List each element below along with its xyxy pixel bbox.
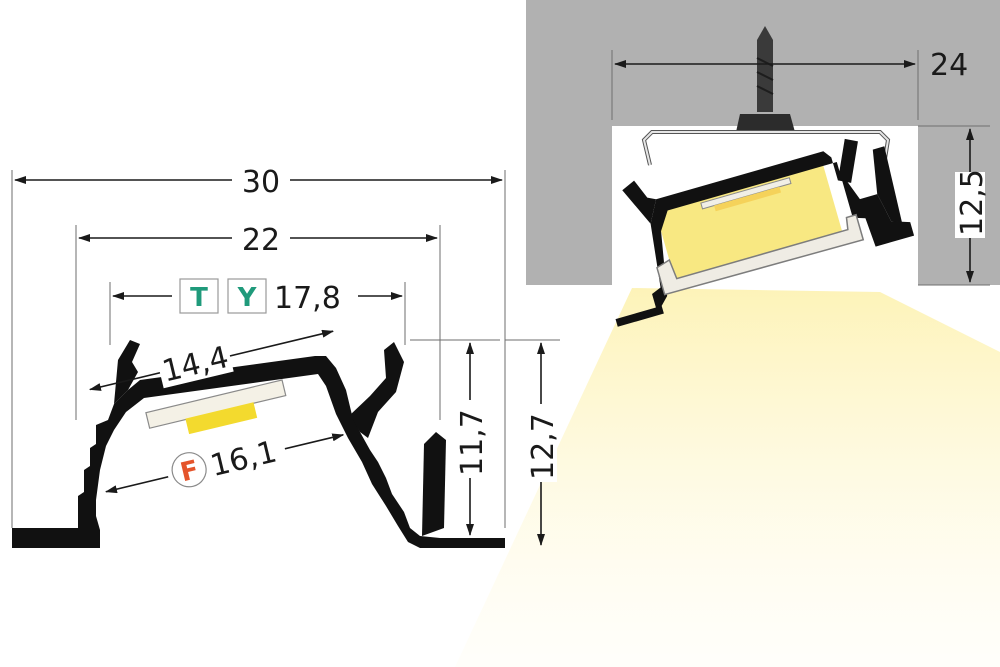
led-strip [185,402,258,435]
dim-label-height-inner: 11,7 [455,409,490,476]
badge-y-label: Y [237,283,258,313]
badge-y [227,278,267,314]
dim-label-width-inner: 22 [242,223,280,258]
badge-t [179,278,219,314]
profile-body [615,151,915,327]
diffuser [656,213,865,296]
profile-cross-section: 30 22 T Y 17,8 14,4 F 16,1 11,7 [11,160,561,548]
light-cone [455,288,1000,667]
dim-label-width-total: 30 [242,165,280,200]
badge-t-label: T [190,283,208,313]
dim-label-height-total: 12,7 [526,413,561,480]
dim-label-strip-ty: 17,8 [274,281,341,316]
profile-tilted [615,138,915,327]
led-glow [654,159,843,282]
dim-label-recess-depth: 12,5 [955,169,990,236]
dim-label-recess-width: 24 [930,48,968,83]
profile-body [12,356,505,548]
ceiling-wall [526,0,1000,285]
badge-f [171,452,207,488]
dim-label-strip-f: 16,1 [207,434,280,484]
recessed-installation: 24 12,5 [455,0,1000,667]
